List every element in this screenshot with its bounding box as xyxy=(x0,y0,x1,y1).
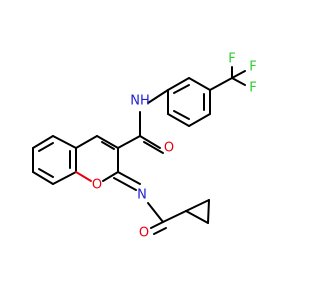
chemical-structure-diagram: NH O O N O F F F xyxy=(32,52,257,241)
acyl-oxygen-label: O xyxy=(139,226,149,241)
benzo-ring xyxy=(32,135,77,185)
fluorine-label-right: F xyxy=(249,60,256,75)
trifluoromethyl-group xyxy=(209,66,246,91)
amide-nh-label: NH xyxy=(130,94,150,109)
acyl-imine-group xyxy=(113,171,187,235)
carboxamide-group xyxy=(117,89,169,154)
imine-nitrogen-label: N xyxy=(137,188,147,203)
pyran-ring xyxy=(75,135,119,182)
amide-oxygen-label: O xyxy=(164,141,174,156)
anilide-phenyl-ring xyxy=(167,77,211,127)
fluorine-label-top: F xyxy=(228,52,235,67)
cyclopropyl-ring xyxy=(185,199,210,224)
fluorine-label-lower: F xyxy=(249,81,256,96)
ring-oxygen-label: O xyxy=(92,178,102,193)
